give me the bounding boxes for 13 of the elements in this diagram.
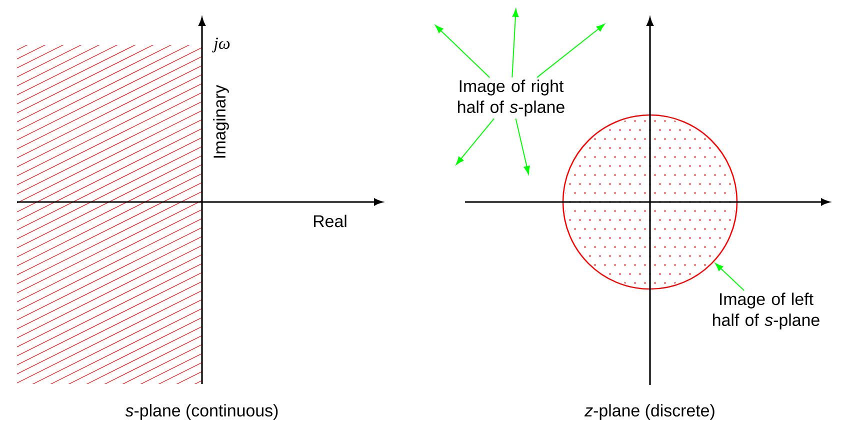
axis-label: jω [212,38,230,52]
arrow [435,25,490,78]
arrow [536,24,605,78]
arrow [714,263,745,291]
annotation-text: Image of right half of s-plane [458,80,564,116]
caption: z-plane (discrete) [584,404,714,420]
axis-label: Imaginary [213,84,229,158]
arrow [512,8,519,78]
arrow [515,118,530,174]
annotation-text: Image of left half of s-plane [713,292,820,330]
caption: s-plane (continuous) [125,404,278,420]
arrow [456,118,495,165]
axis-label: Real [314,214,346,228]
